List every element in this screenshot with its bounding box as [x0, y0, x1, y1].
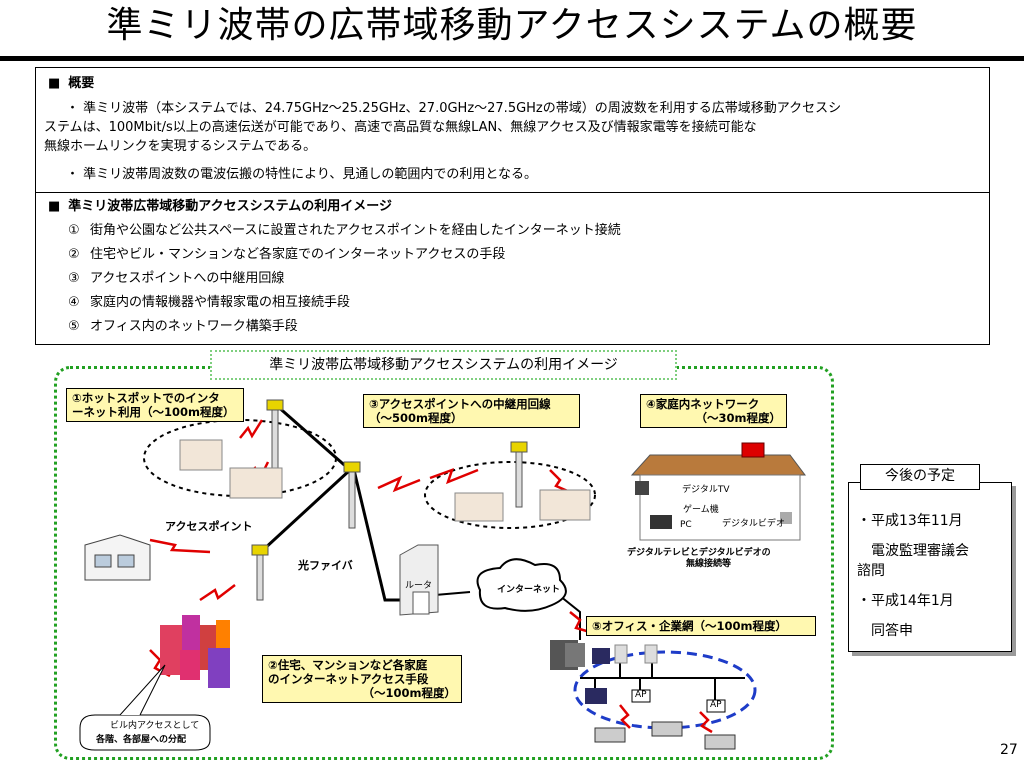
antenna-pole-relay-right: [510, 441, 528, 508]
building-access-line1: ビル内アクセスとして: [110, 721, 200, 731]
usage-item-number: ③: [68, 271, 80, 286]
relay-coverage-ellipse: [424, 461, 596, 529]
hotspot-label-line1: ①ホットスポットでのインタ: [72, 391, 220, 405]
usage-item-number: ⑤: [68, 319, 80, 334]
access-point-ap-label: AP: [710, 700, 722, 710]
person-bench-image: [179, 439, 223, 471]
internet-cloud-icon: [476, 558, 567, 612]
hotspot-label-box: ①ホットスポットでのインタ ーネット利用（～100m程度）: [66, 388, 244, 422]
router-label: ルータ: [405, 581, 433, 591]
usage-heading-text: 準ミリ波帯広帯域移動アクセスシステムの利用イメージ: [68, 199, 392, 214]
laptop-icon: [594, 721, 736, 750]
person-bench-image: [229, 467, 283, 499]
plan-line: ・平成13年11月: [857, 513, 963, 529]
digital-tv-label: デジタルTV: [682, 485, 730, 495]
usage-item-text: オフィス内のネットワーク構築手段: [90, 319, 298, 334]
diagram-caption: 準ミリ波帯広帯域移動アクセスシステムの利用イメージ: [210, 350, 677, 380]
home-caption-line1: デジタルテレビとデジタルビデオの: [627, 548, 771, 558]
fiber-line: [261, 468, 352, 552]
fiber-label: 光ファイバ: [298, 559, 353, 572]
usage-item: ① 街角や公園など公共スペースに設置されたアクセスポイントを経由したインターネット…: [68, 222, 621, 239]
access-point-ap-label: AP: [635, 690, 647, 700]
person-bench-image: [454, 492, 504, 522]
overview-bullet1-line3: 無線ホームリンクを実現するシステムである。: [44, 139, 317, 154]
usage-item-number: ①: [68, 223, 80, 238]
section-divider: [36, 192, 989, 193]
home-network-label-box: ④家庭内ネットワーク （～30m程度）: [640, 394, 787, 428]
usage-item-text: 住宅やビル・マンションなど各家庭でのインターネットアクセスの手段: [90, 247, 506, 262]
usage-item: ② 住宅やビル・マンションなど各家庭でのインターネットアクセスの手段: [68, 246, 505, 263]
usage-item: ⑤ オフィス内のネットワーク構築手段: [68, 318, 298, 335]
usage-item-text: アクセスポイントへの中継用回線: [90, 271, 285, 286]
page-number: 27: [1000, 742, 1018, 758]
future-plan-box: [848, 482, 1012, 652]
game-console-label: ゲーム機: [683, 505, 719, 515]
home-network-label-line2: （～30m程度）: [695, 411, 782, 425]
overview-bullet2: ・ 準ミリ波帯周波数の電波伝搬の特性により、見通しの範囲内での利用となる。: [66, 167, 537, 182]
residential-label-line2: のインターネットアクセス手段: [268, 672, 429, 686]
plan-line: 電波監理審議会: [857, 543, 969, 559]
plan-line: ・平成14年1月: [857, 593, 954, 609]
pc-label: PC: [680, 520, 692, 530]
usage-item: ④ 家庭内の情報機器や情報家電の相互接続手段: [68, 294, 350, 311]
city-buildings-icon: [160, 615, 230, 688]
house-icon: [84, 534, 151, 581]
office-label-box: ⑤オフィス・企業網（～100m程度）: [586, 616, 816, 636]
router-icon: [399, 544, 439, 616]
info-box: ■ 概要 ・ 準ミリ波帯（本システムでは、24.75GHz～25.25GHz、27…: [35, 67, 990, 345]
residential-label-box: ②住宅、マンションなど各家庭 のインターネットアクセス手段 （～100m程度）: [262, 655, 462, 703]
usage-item-text: 街角や公園など公共スペースに設置されたアクセスポイントを経由したインターネット接…: [90, 223, 621, 238]
network-line: [434, 591, 471, 596]
fiber-line: [352, 469, 400, 602]
office-servers-icon: [550, 640, 726, 713]
overview-bullet1-line1: ・ 準ミリ波帯（本システムでは、24.75GHz～25.25GHz、27.0GH…: [66, 101, 842, 116]
relay-label-line1: ③アクセスポイントへの中継用回線: [369, 397, 551, 411]
home-network-label-line1: ④家庭内ネットワーク: [646, 397, 760, 411]
residential-label-line1: ②住宅、マンションなど各家庭: [268, 658, 428, 672]
home-caption-line2: 無線接続等: [686, 559, 732, 569]
hotspot-label-line2: ーネット利用（～100m程度）: [72, 405, 235, 419]
usage-item-number: ②: [68, 247, 80, 262]
page-title: 準ミリ波帯の広帯域移動アクセスシステムの概要: [106, 5, 918, 46]
square-bullet-icon: ■: [48, 76, 61, 91]
building-access-line2: 各階、各部屋への分配: [96, 735, 187, 745]
plan-line: 諮問: [857, 563, 885, 579]
square-bullet-icon: ■: [48, 199, 61, 214]
usage-item-text: 家庭内の情報機器や情報家電の相互接続手段: [90, 295, 351, 310]
person-bench-image: [539, 489, 591, 521]
title-underline: [0, 56, 1024, 61]
overview-bullet1-line2: ステムは、100Mbit/s以上の高速伝送が可能であり、高速で高品質な無線LAN…: [44, 120, 757, 135]
antenna-pole-relay-center: [343, 461, 361, 529]
usage-heading: ■ 準ミリ波帯広帯域移動アクセスシステムの利用イメージ: [48, 199, 392, 215]
usage-item-number: ④: [68, 295, 80, 310]
plan-line: 同答申: [857, 623, 913, 639]
digital-video-label: デジタルビデオ: [722, 519, 785, 529]
internet-label: インターネット: [497, 585, 561, 595]
usage-item: ③ アクセスポイントへの中継用回線: [68, 270, 284, 287]
building-access-bubble: [79, 714, 211, 751]
office-label-text: ⑤オフィス・企業網（～100m程度）: [592, 619, 787, 633]
antenna-pole-access-point: [251, 544, 269, 601]
residential-label-line3: （～100m程度）: [362, 686, 457, 700]
home-network-house-icon: [630, 442, 806, 541]
bubble-pointer: [119, 664, 166, 716]
relay-label-line2: （～500m程度）: [369, 411, 463, 425]
access-point-label: アクセスポイント: [165, 520, 253, 533]
fiber-line: [275, 403, 351, 472]
overview-heading-text: 概要: [68, 76, 95, 91]
overview-heading: ■ 概要: [48, 76, 94, 92]
relay-label-box: ③アクセスポイントへの中継用回線 （～500m程度）: [363, 394, 580, 428]
future-plan-title: 今後の予定: [860, 464, 980, 490]
